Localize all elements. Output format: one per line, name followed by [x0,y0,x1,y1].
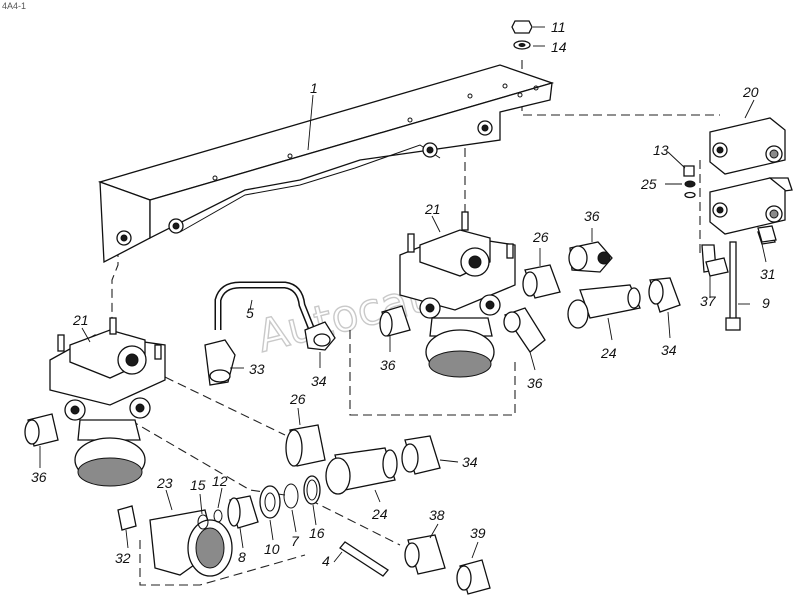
callout-9: 9 [762,295,770,311]
nut-part-10 [259,485,281,519]
callout-10: 10 [264,541,280,557]
callout-1: 1 [310,80,318,96]
fitting-part-36-left [24,413,59,447]
callout-33: 33 [249,361,265,377]
callout-12: 12 [212,473,228,489]
valve-part-23 [149,509,233,577]
small-parts-13-25 [683,165,696,199]
callout-25: 25 [640,176,657,192]
callout-4: 4 [322,553,330,569]
ring-part-12 [213,509,223,523]
relay-valve-part-21-center [399,211,516,378]
callout-39: 39 [470,525,486,541]
callout-34-right: 34 [661,342,677,358]
callout-8: 8 [238,549,246,565]
ring-part-7 [283,483,299,509]
callout-36-center: 36 [380,357,396,373]
tee-part-24-lower [325,447,398,495]
callout-37: 37 [700,293,717,309]
callout-32: 32 [115,550,131,566]
elbow-part-34-lower [401,435,441,475]
fitting-part-31 [757,225,777,243]
fitting-part-37 [701,244,729,277]
leader-lines [39,26,767,563]
tube-part-4 [339,541,389,577]
callout-16: 16 [309,525,325,541]
tube-part-5 [214,281,316,332]
solenoid-valve-part-20-upper [709,117,793,193]
adapter-part-8 [227,495,259,529]
callout-15: 15 [190,477,206,493]
solenoid-valve-part-20-lower [709,177,786,245]
fitting-part-36-center-left [379,305,411,337]
callout-26-lower: 26 [289,391,306,407]
elbow-fitting-part-33 [204,339,236,386]
callout-24-right: 24 [600,345,617,361]
relay-valve-part-21-left [49,317,166,487]
fitting-part-26-center [522,264,561,299]
callout-5: 5 [246,305,254,321]
callout-34-lower: 34 [462,454,478,470]
callout-31: 31 [760,266,776,282]
callout-14: 14 [551,39,567,55]
fitting-part-26-lower [285,424,326,467]
callout-36-left: 36 [31,469,47,485]
callout-21-center: 21 [424,201,441,217]
washer-part-14 [513,40,531,50]
callout-26-center: 26 [532,229,549,245]
cap-part-39 [456,559,491,595]
callout-34-tube: 34 [311,373,327,389]
callout-38: 38 [429,507,445,523]
callout-21-left: 21 [72,312,89,328]
nut-part-11 [511,20,533,34]
ring-part-16 [303,475,321,505]
callout-36-upper: 36 [584,208,600,224]
callout-20: 20 [742,84,759,100]
callout-24-lower: 24 [371,506,388,522]
ring-part-15 [197,514,209,530]
callout-labels: 1 4 5 7 8 9 10 11 12 13 14 15 16 20 21 2… [31,19,776,569]
callout-7: 7 [291,533,300,549]
corner-code: 4A4-1 [2,1,26,11]
elbow-part-34-right [648,277,681,313]
elbow-part-36-center-lower [503,307,546,353]
callout-13: 13 [653,142,669,158]
fitting-part-38 [404,534,446,575]
bracket-part-1 [97,64,555,264]
callout-36-lower: 36 [527,375,543,391]
callout-23: 23 [156,475,173,491]
callout-11: 11 [551,19,566,35]
elbow-fitting-part-34-tube [304,321,336,351]
long-bolt-part-9 [725,241,741,331]
fitting-part-32 [117,505,137,531]
fitting-part-36-upper [568,241,613,273]
tee-part-24-right [567,284,641,329]
